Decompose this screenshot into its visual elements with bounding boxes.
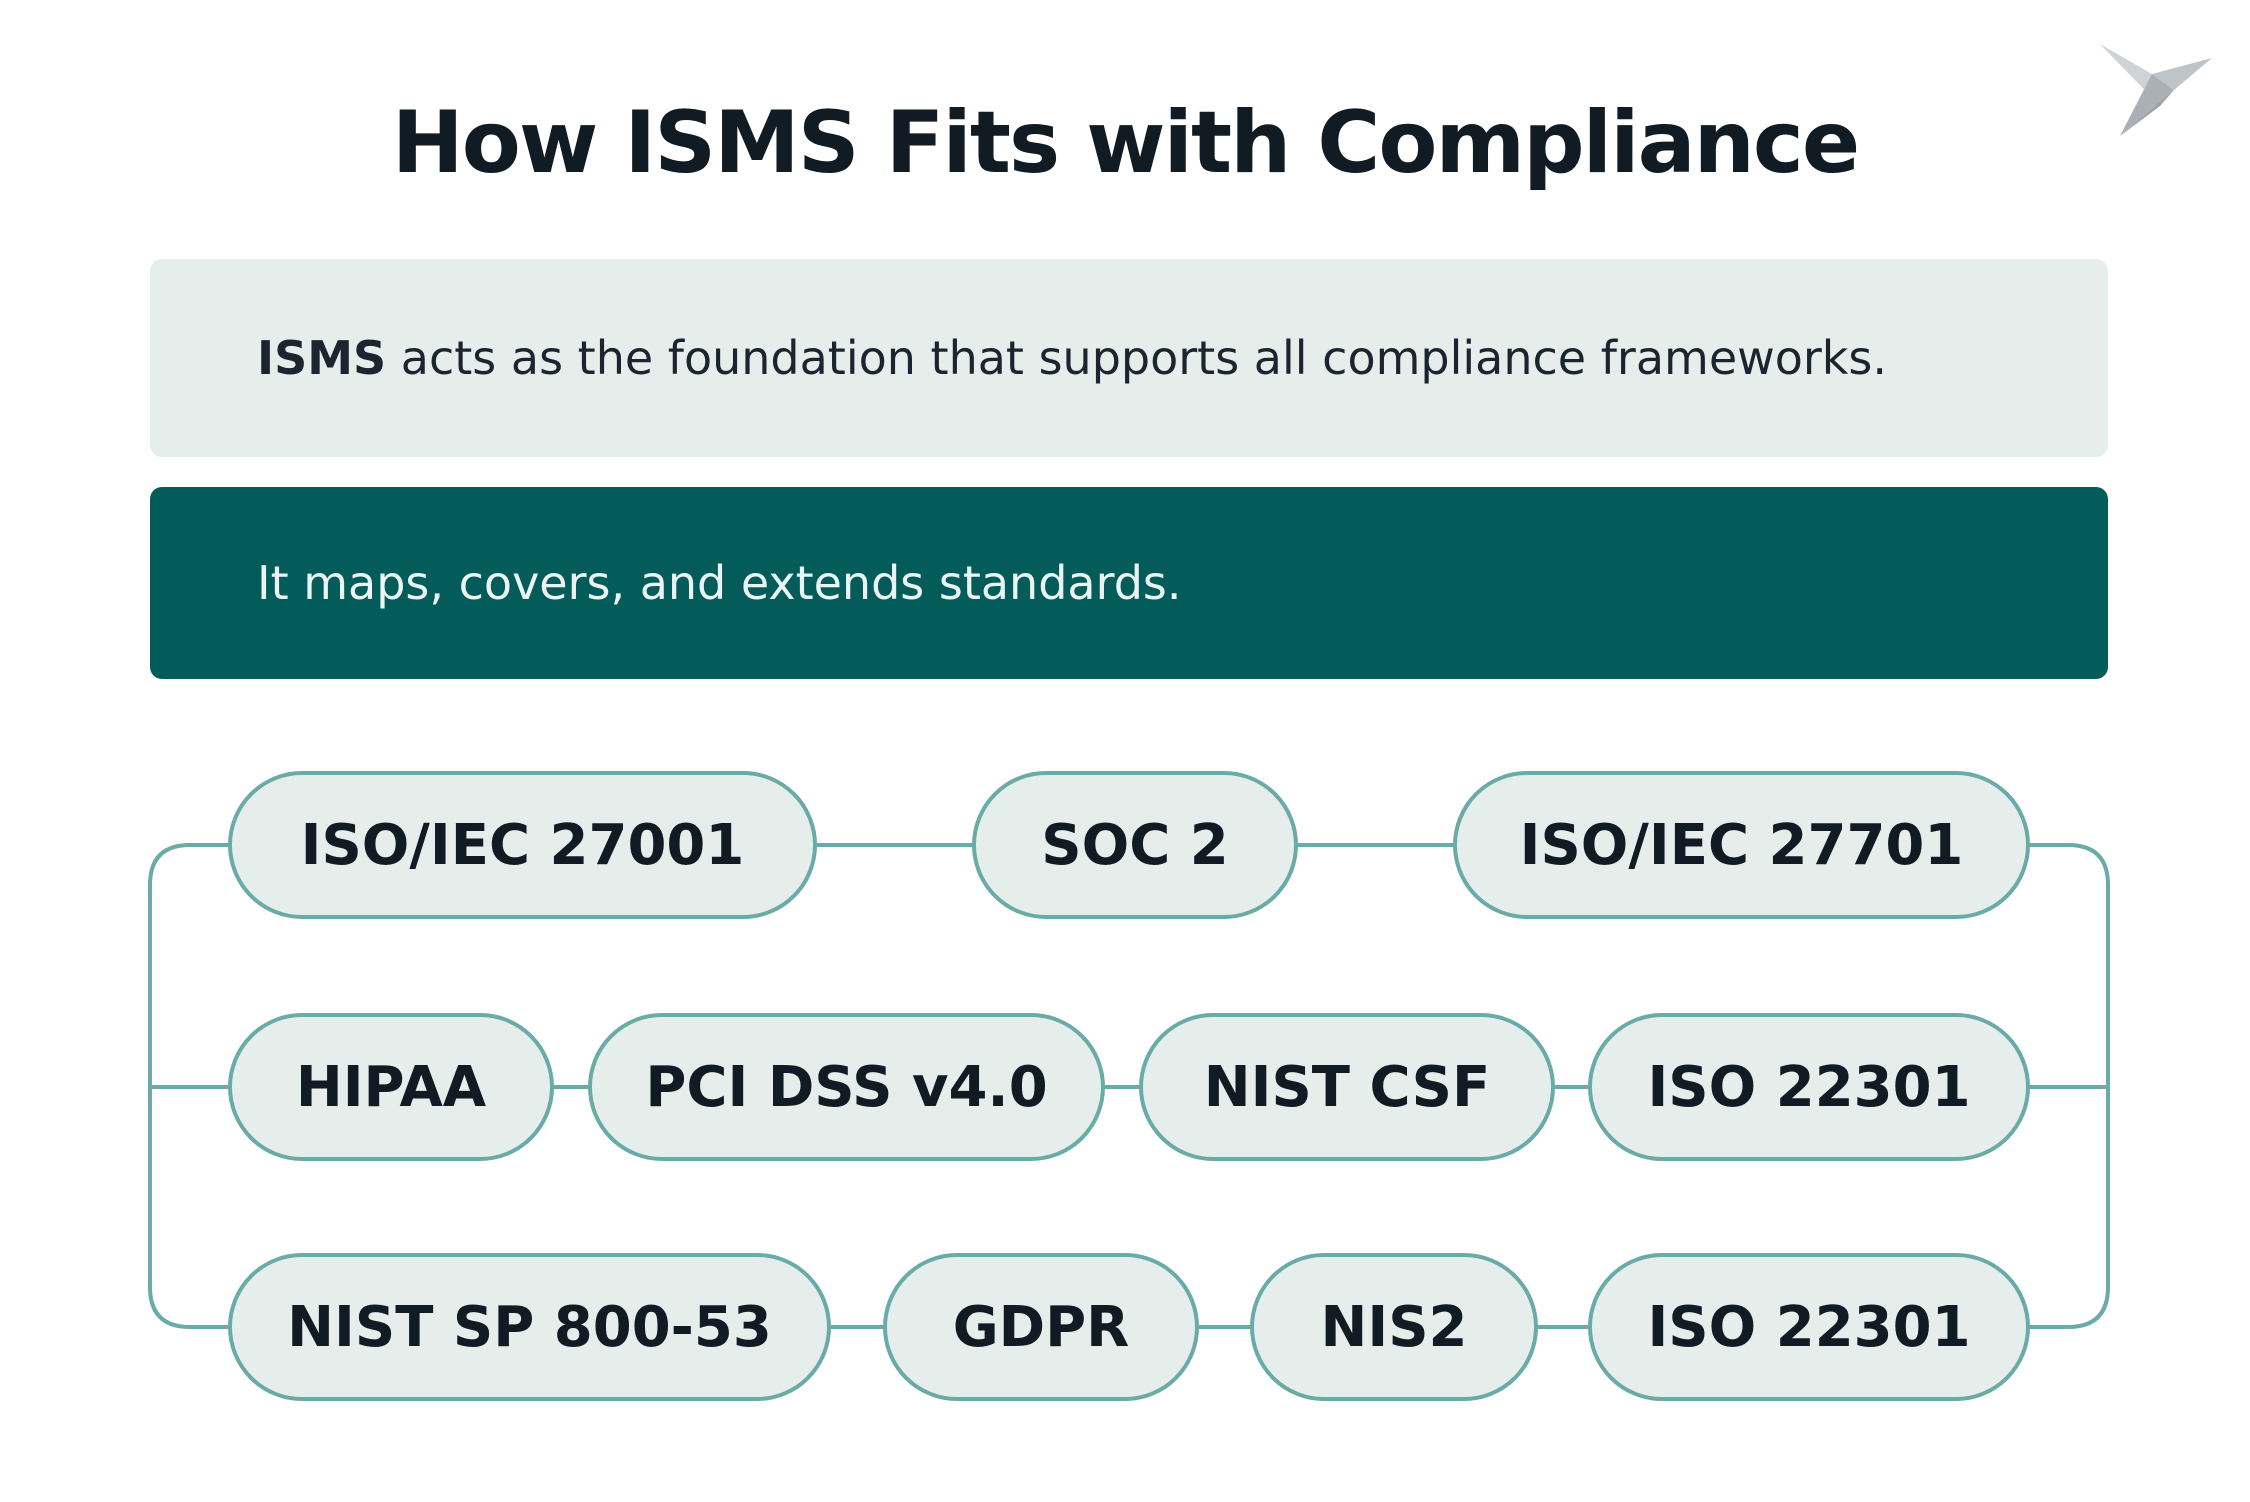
framework-pill: ISO/IEC 27701: [1453, 771, 2030, 919]
intro-bold: ISMS: [257, 331, 387, 385]
framework-pill: GDPR: [883, 1253, 1199, 1401]
subtitle-text: It maps, covers, and extends standards.: [257, 556, 1182, 610]
framework-pill: ISO 22301: [1588, 1013, 2030, 1161]
intro-text: ISMS acts as the foundation that support…: [257, 331, 1887, 385]
framework-pill: NIST CSF: [1139, 1013, 1555, 1161]
framework-pill: PCI DSS v4.0: [588, 1013, 1105, 1161]
page-title: How ISMS Fits with Compliance: [391, 93, 1860, 193]
subtitle-box: It maps, covers, and extends standards.: [150, 487, 2108, 679]
framework-pill: ISO/IEC 27001: [228, 771, 817, 919]
intro-rest: acts as the foundation that supports all…: [386, 331, 1888, 385]
framework-pill: ISO 22301: [1588, 1253, 2030, 1401]
intro-box: ISMS acts as the foundation that support…: [150, 259, 2108, 457]
framework-pill: NIST SP 800-53: [228, 1253, 831, 1401]
framework-pill: HIPAA: [228, 1013, 554, 1161]
framework-pill: SOC 2: [972, 771, 1298, 919]
framework-pill: NIS2: [1250, 1253, 1538, 1401]
origami-bird-icon: [2100, 44, 2212, 136]
